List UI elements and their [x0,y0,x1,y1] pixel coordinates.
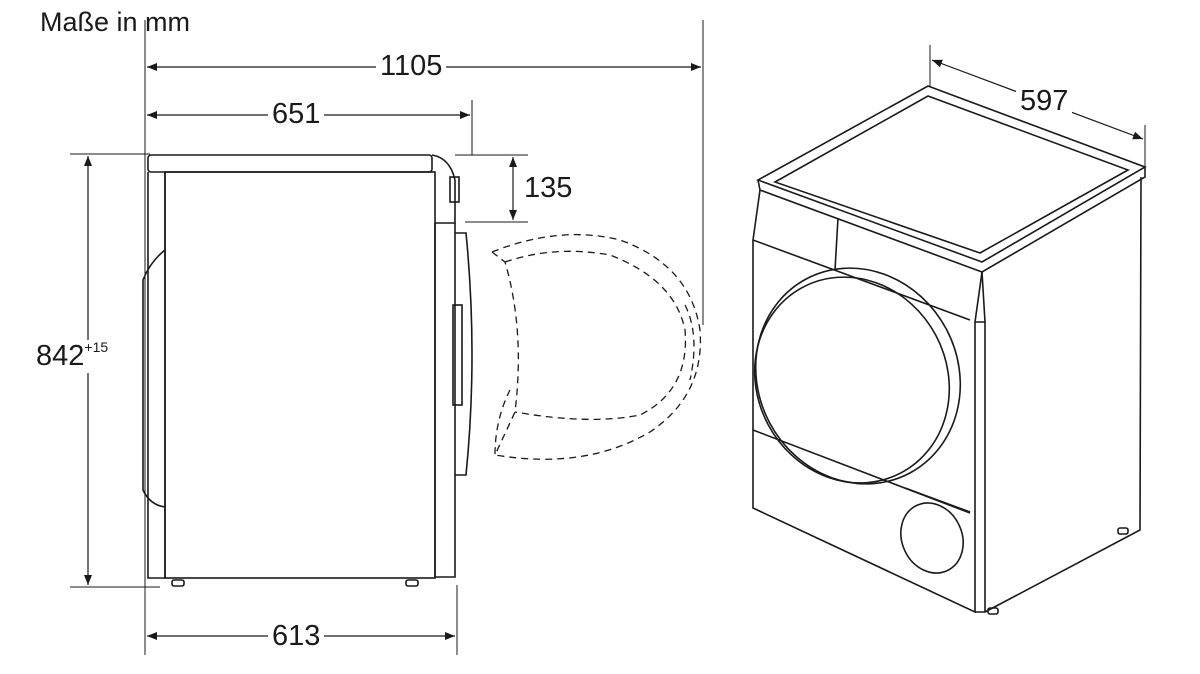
dim-label-651: 651 [268,100,325,129]
height-tolerance: +15 [84,339,109,355]
door-swing-outline [491,234,702,460]
dim-label-597: 597 [1016,87,1073,116]
isometric-dryer [752,85,1147,615]
dim-label-135: 135 [524,172,573,204]
side-view-dryer [142,154,473,587]
extension-lines [70,20,1146,655]
dim-label-613: 613 [268,622,325,651]
units-title: Maße in mm [40,7,191,37]
height-value: 842 [36,340,85,372]
dim-label-1105: 1105 [376,52,447,81]
dim-label-842: 842+15 [36,339,109,373]
